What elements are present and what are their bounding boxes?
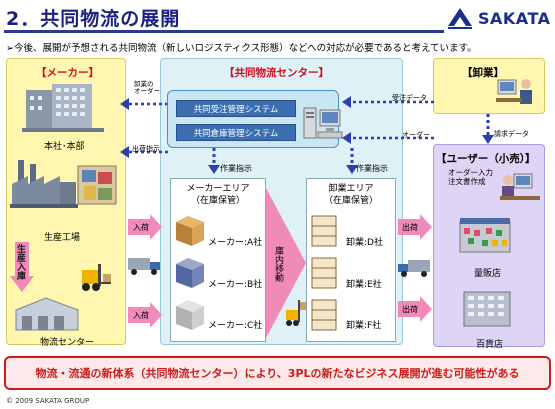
oroshi-panel-title: 【卸業】 — [462, 67, 504, 79]
department-store-icon — [463, 291, 511, 327]
joint-warehouse-system[interactable]: 共同倉庫管理システム — [176, 124, 296, 141]
oroshi-area-item-d: 卸業:D社 — [346, 238, 383, 248]
oroshi-area-item-f: 卸業:F社 — [346, 321, 382, 331]
distribution-center-building-icon — [15, 297, 79, 331]
distribution-center-label: 物流センター — [40, 338, 95, 348]
conclusion-text: 物流・流通の新体系（共同物流センター）により、3PLの新たなビジネス展開が進む可… — [35, 367, 520, 380]
maker-area-title: メーカーエリア （在庫保管） — [186, 184, 250, 206]
center-panel-title: 【共同物流センター】 — [224, 67, 329, 79]
work-order-right-label: 作業指示 — [356, 164, 388, 173]
production-inbound-label: 生産入庫 — [15, 244, 25, 280]
mass-retailer-store-icon — [459, 218, 511, 253]
oroshi-area-item-e: 卸業:E社 — [346, 280, 382, 290]
factory-icon — [10, 160, 78, 208]
user-panel-title: 【ユーザー（小売）】 — [436, 153, 536, 165]
maker-area-item-c: メーカー:C社 — [208, 321, 263, 331]
billing-data-label: 請求データ — [494, 130, 529, 138]
inbound-top-arrow — [128, 214, 162, 240]
oroshi-area-shelves — [311, 215, 337, 331]
inbound-bottom-label: 入荷 — [133, 311, 149, 320]
work-order-left-label: 作業指示 — [220, 164, 252, 173]
oroshi-order-label: 卸業の オーダー — [134, 80, 160, 95]
billing-data-arrow — [482, 114, 494, 144]
outbound-top-label: 出荷 — [402, 223, 418, 232]
small-forklift-icon — [286, 300, 307, 326]
maker-panel-title: 【メーカー】 — [36, 67, 99, 79]
order-entry-label: オーダー入力 注文書作成 — [448, 168, 493, 186]
order-data-dotted-arrows — [342, 96, 434, 144]
conclusion-banner: 物流・流通の新体系（共同物流センター）により、3PLの新たなビジネス展開が進む可… — [4, 356, 551, 390]
headquarters-label: 本社･本部 — [44, 142, 85, 152]
goods-boxes-icon — [77, 165, 117, 205]
maker-center-dotted-arrows — [120, 98, 168, 158]
brand-logo-text: SAKATA — [478, 9, 551, 28]
inbound-truck-icon — [128, 258, 160, 275]
copyright-footer: © 2009 SAKATA GROUP — [6, 397, 90, 405]
forklift-icon — [82, 264, 111, 291]
outbound-bottom-arrow — [398, 296, 432, 322]
inbound-top-label: 入荷 — [133, 223, 149, 232]
oroshi-area-title: 卸業エリア （在庫保管） — [323, 184, 378, 206]
maker-area-item-a: メーカー:A社 — [208, 238, 263, 248]
page-title: 2．共同物流の展開 — [6, 8, 181, 30]
subtitle: ➢今後、展開が予想される共同物流（新しいロジスティクス形態）などへの対応が必要で… — [6, 43, 477, 54]
wholesaler-office-icon — [496, 79, 532, 104]
internal-move-label: 庫内移動 — [273, 246, 283, 282]
sakata-logo-icon — [448, 8, 472, 29]
factory-label: 生産工場 — [44, 233, 81, 243]
headquarters-building-icon — [22, 84, 104, 132]
server-computer-icon — [303, 107, 343, 139]
inbound-bottom-arrow — [128, 302, 162, 328]
internal-move-arrow — [266, 188, 306, 338]
retail-operator-icon — [500, 173, 540, 200]
production-down-arrow — [10, 242, 34, 292]
title-underline — [4, 30, 444, 33]
outbound-top-arrow — [398, 214, 432, 240]
order-data-label: 受注データ — [392, 94, 427, 102]
order-label: オーダー — [402, 131, 430, 139]
joint-order-system[interactable]: 共同受注管理システム — [176, 100, 296, 117]
maker-area-shelves — [176, 216, 204, 330]
outbound-truck-icon — [398, 260, 430, 277]
outbound-bottom-label: 出荷 — [402, 305, 418, 314]
maker-area-item-b: メーカー:B社 — [208, 280, 263, 290]
shipping-instruction-label: 出荷指示 — [132, 145, 160, 153]
mass-retailer-label: 量販店 — [474, 269, 502, 279]
work-order-right-arrow — [346, 148, 358, 174]
work-order-left-arrow — [208, 148, 220, 174]
department-store-label: 百貨店 — [476, 340, 504, 350]
